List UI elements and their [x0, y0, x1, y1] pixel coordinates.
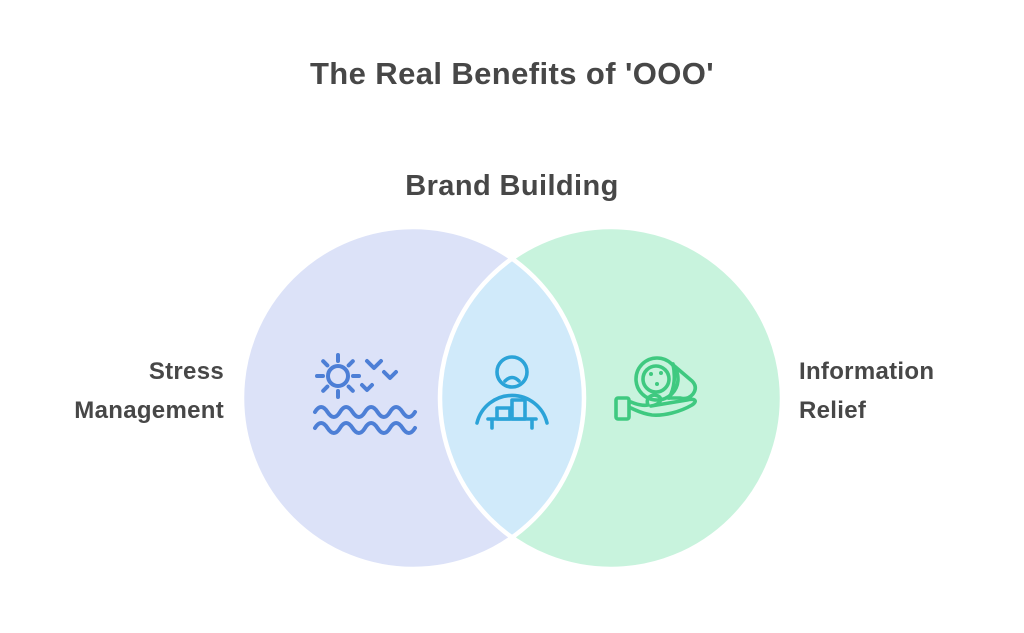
page-title: The Real Benefits of 'OOO'	[309, 56, 715, 91]
sad-person-desk-icon	[475, 355, 549, 430]
sun-birds-waves-icon	[313, 353, 417, 435]
left-circle-label: Stress Management	[0, 352, 224, 430]
overlap-label: Brand Building	[405, 170, 619, 202]
baby-face-dots	[649, 371, 663, 386]
hand-holding-baby-icon	[614, 356, 698, 421]
right-circle-label: Information Relief	[799, 352, 1024, 430]
right-label-line1: Information	[799, 358, 935, 385]
left-circle-outline	[239, 224, 587, 572]
overlap-region	[440, 258, 584, 538]
right-circle-outline	[437, 224, 785, 572]
left-label-line1: Stress	[148, 358, 224, 385]
left-label-line2: Management	[74, 397, 224, 424]
right-label-line2: Relief	[799, 397, 867, 424]
